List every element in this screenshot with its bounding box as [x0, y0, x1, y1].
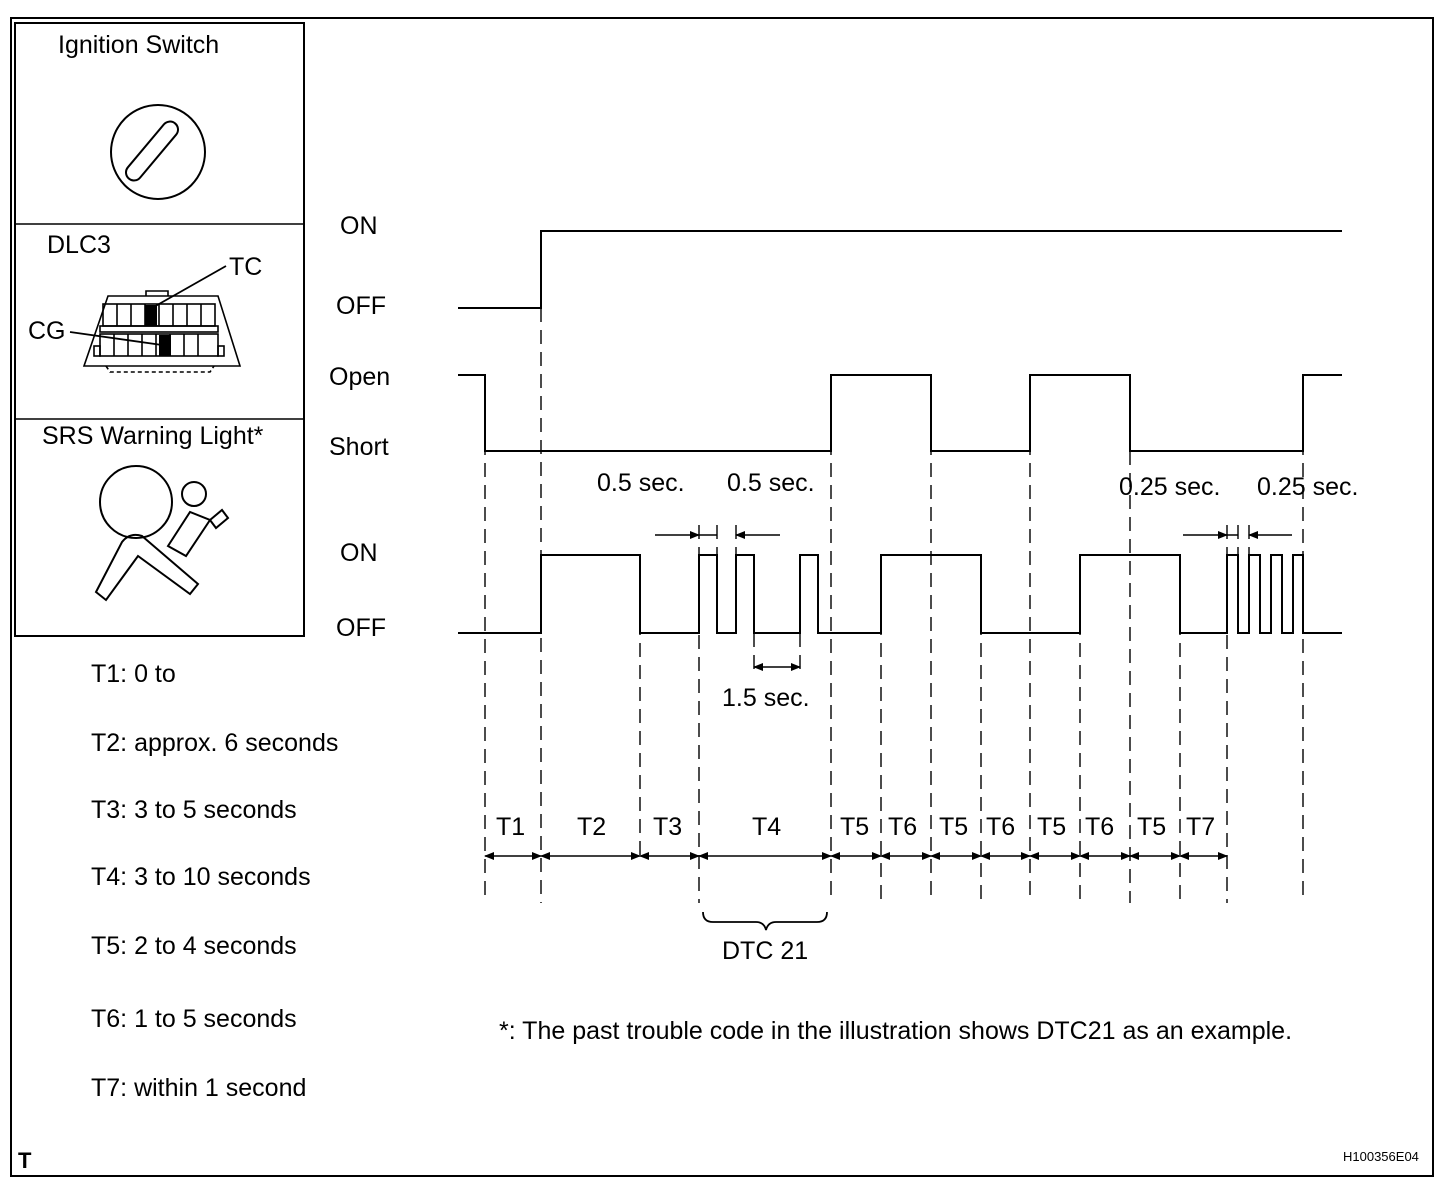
- outer-border: [10, 17, 1434, 1177]
- segment-label: T3: [653, 813, 683, 841]
- tc-leader-line: [151, 265, 227, 309]
- tc-terminal: [145, 305, 157, 326]
- one-half-second-label: 1.5 sec.: [722, 684, 810, 712]
- ignition-key-icon: [110, 104, 206, 200]
- quarter-second-label-b: 0.25 sec.: [1257, 473, 1359, 501]
- ignition-switch-title: Ignition Switch: [58, 31, 220, 59]
- tc-short-label: Short: [329, 433, 389, 461]
- segment-label: T7: [1186, 813, 1216, 841]
- corner-mark: T: [18, 1148, 32, 1173]
- dtc-brace: [702, 911, 828, 931]
- cg-leader-line: [69, 331, 163, 346]
- half-second-label-a: 0.5 sec.: [597, 469, 685, 497]
- legend-t3: T3: 3 to 5 seconds: [91, 796, 297, 824]
- segment-label: T6: [986, 813, 1016, 841]
- tc-waveform: [458, 374, 1342, 452]
- legend-t6: T6: 1 to 5 seconds: [91, 1005, 297, 1033]
- cg-terminal: [159, 335, 171, 356]
- cg-terminal-label: CG: [28, 317, 66, 345]
- segment-label: T5: [1037, 813, 1067, 841]
- legend-t2: T2: approx. 6 seconds: [91, 729, 339, 757]
- srs-airbag-icon: [94, 465, 230, 602]
- ignition-on-label: ON: [340, 212, 378, 240]
- quarter-second-label-a: 0.25 sec.: [1119, 473, 1221, 501]
- dtc-21-label: DTC 21: [722, 937, 809, 965]
- segment-label: T4: [752, 813, 782, 841]
- tc-open-label: Open: [329, 363, 391, 391]
- component-panel: [14, 22, 305, 637]
- segment-label: T5: [939, 813, 969, 841]
- segment-label: T1: [496, 813, 526, 841]
- time-reference-lines: [484, 308, 1304, 903]
- footnote: *: The past trouble code in the illustra…: [499, 1017, 1293, 1045]
- legend-t4: T4: 3 to 10 seconds: [91, 863, 311, 891]
- ignition-waveform: [458, 230, 1342, 309]
- ignition-off-label: OFF: [336, 292, 386, 320]
- srs-light-waveform: [458, 554, 1342, 634]
- srs-warning-light-title: SRS Warning Light*: [42, 422, 264, 450]
- segment-label: T6: [888, 813, 918, 841]
- srs-on-label: ON: [340, 539, 378, 567]
- legend-t5: T5: 2 to 4 seconds: [91, 932, 297, 960]
- tc-terminal-label: TC: [229, 253, 263, 281]
- legend-t1: T1: 0 to: [91, 660, 176, 688]
- srs-off-label: OFF: [336, 614, 386, 642]
- dlc3-title: DLC3: [47, 231, 111, 259]
- segment-label: T5: [1137, 813, 1167, 841]
- segment-label: T6: [1085, 813, 1115, 841]
- segment-label: T2: [577, 813, 607, 841]
- half-second-label-b: 0.5 sec.: [727, 469, 815, 497]
- segment-label: T5: [840, 813, 870, 841]
- legend-t7: T7: within 1 second: [91, 1074, 307, 1102]
- figure-code: H100356E04: [1343, 1149, 1419, 1164]
